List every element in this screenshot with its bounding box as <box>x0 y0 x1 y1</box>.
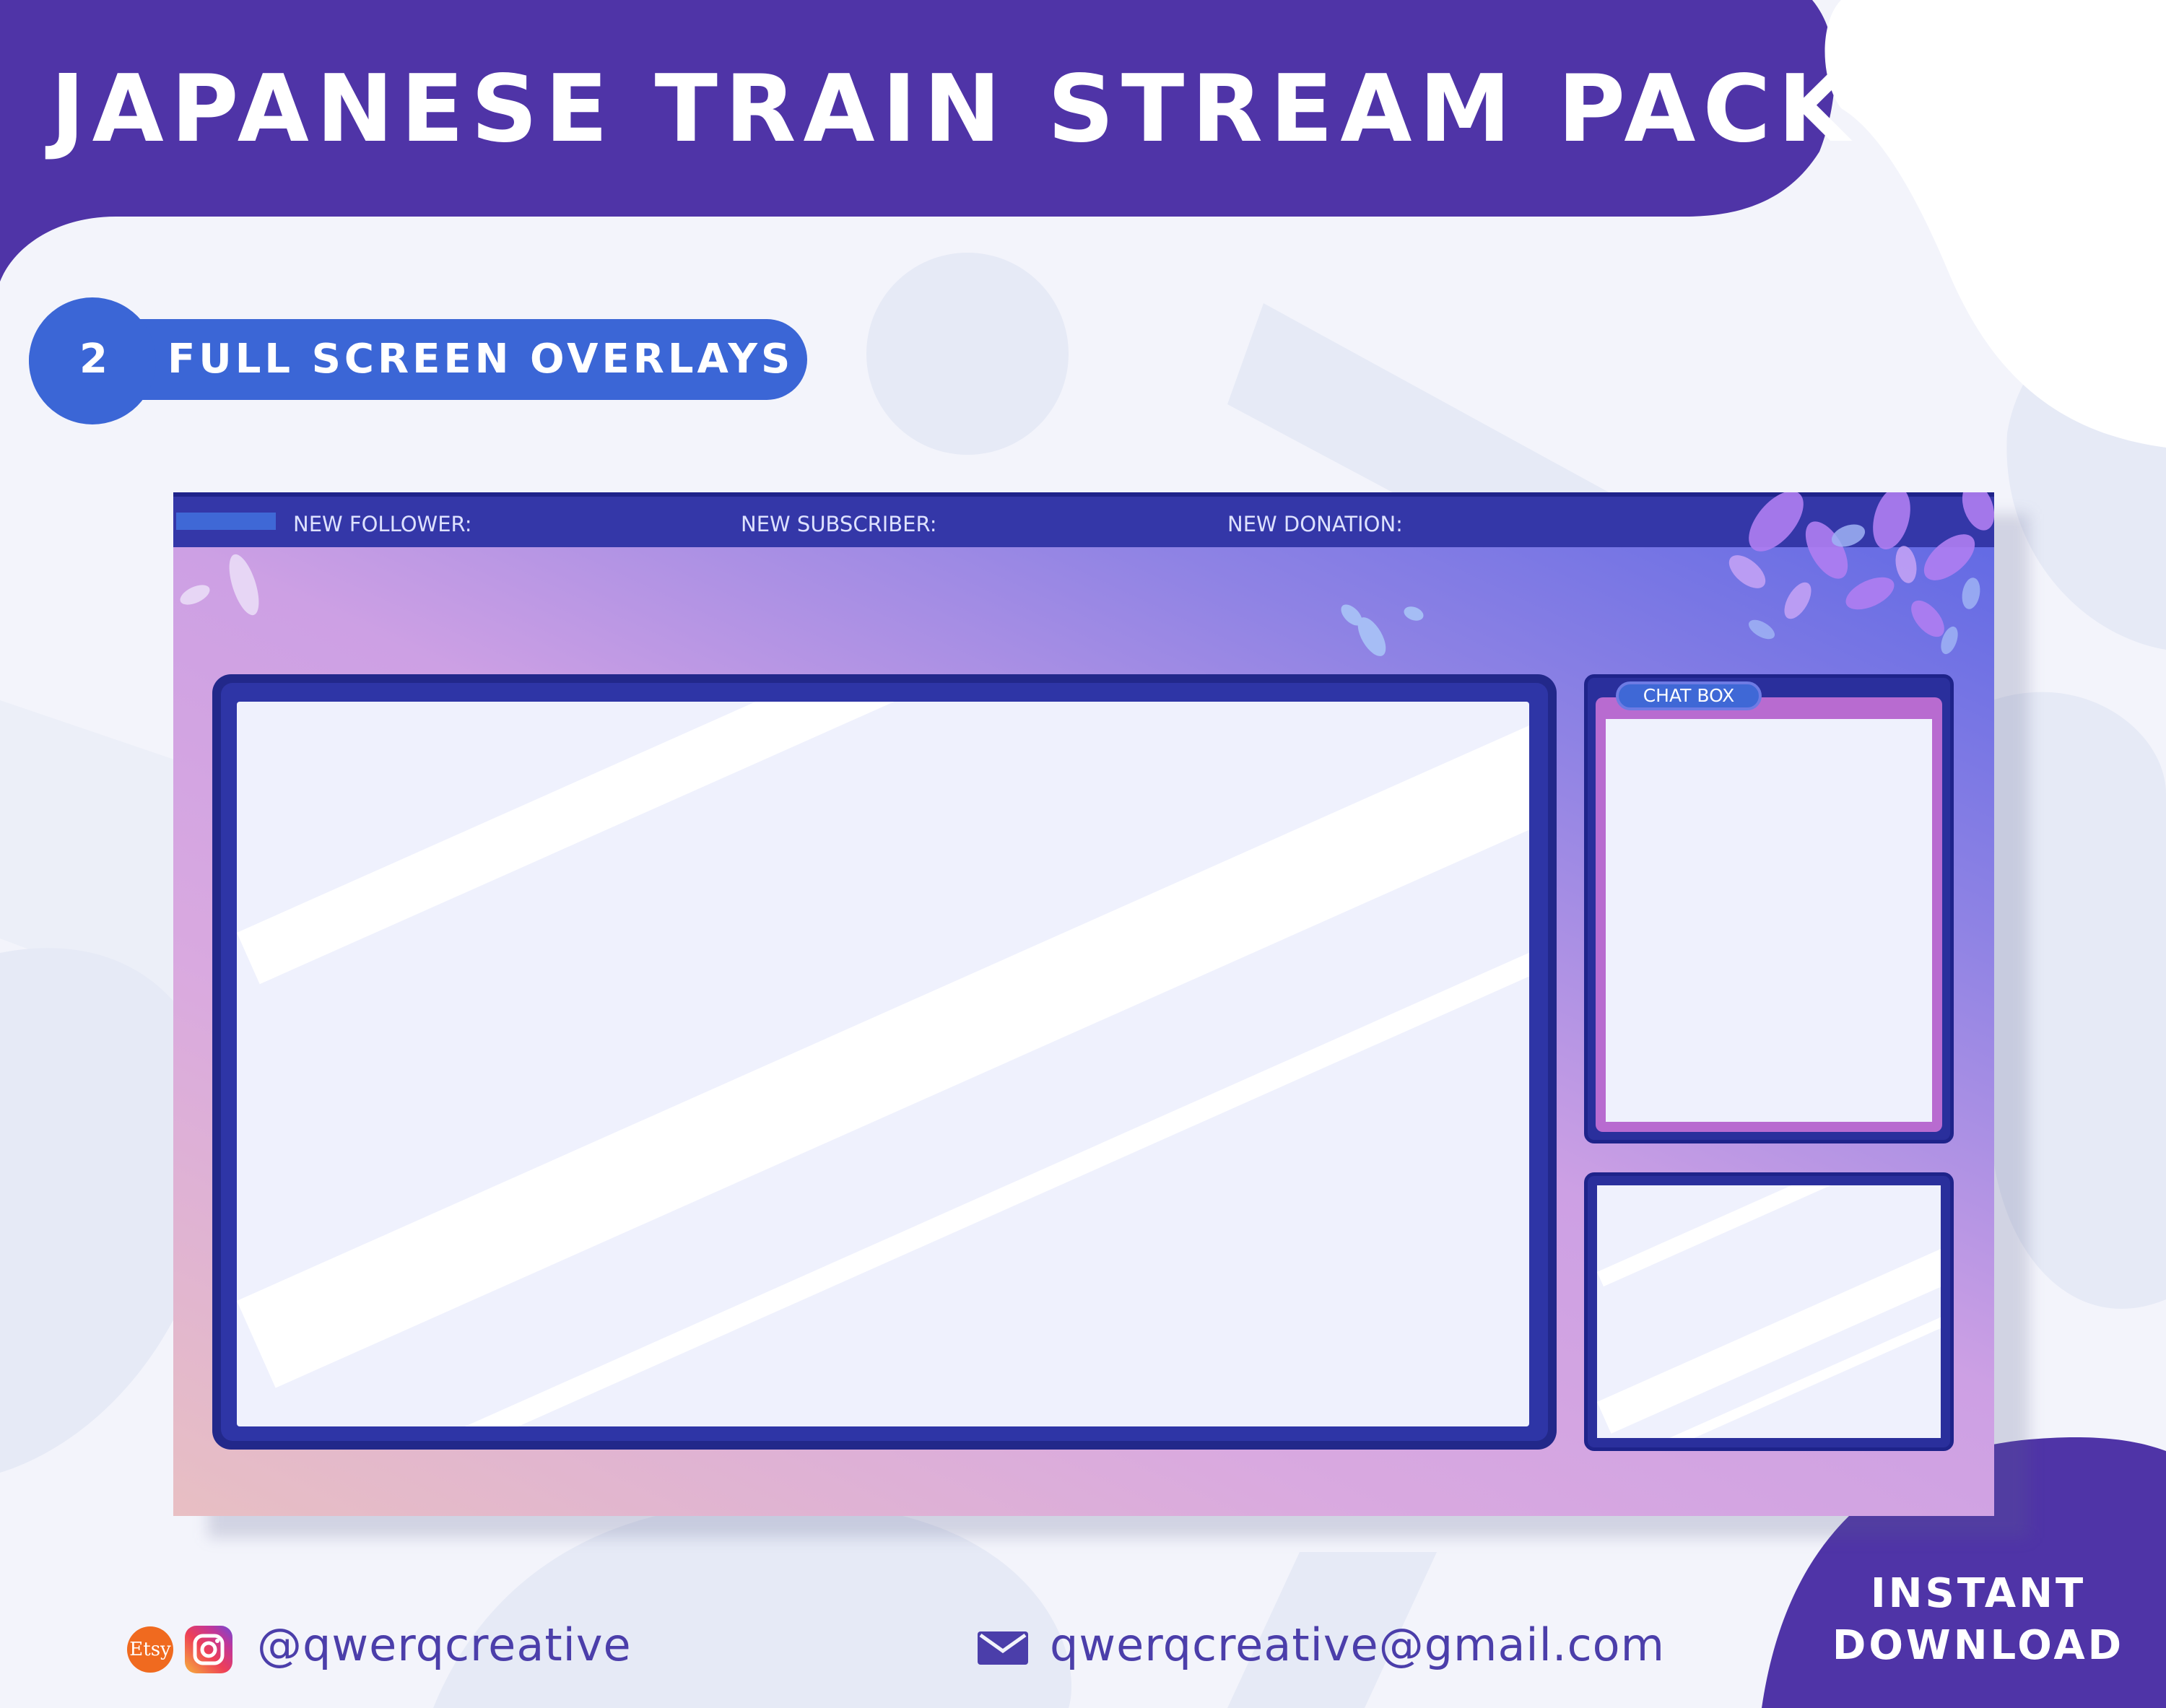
mail-icon <box>978 1631 1028 1665</box>
social-handle[interactable]: @qwerqcreative <box>257 1618 632 1671</box>
chat-box-area <box>1606 719 1932 1122</box>
overlay-count-number: 2 <box>79 336 108 383</box>
new-donation-label: NEW DONATION: <box>1227 512 1403 536</box>
main-screen-area <box>237 702 1529 1426</box>
new-subscriber-label: NEW SUBSCRIBER: <box>741 512 937 536</box>
instant-download-line2: DOWNLOAD <box>1832 1622 2125 1669</box>
instant-download-line1: INSTANT <box>1870 1570 2087 1617</box>
overlay-preview: NEW FOLLOWER: NEW SUBSCRIBER: NEW DONATI… <box>173 492 1994 1516</box>
alert-bar-accent <box>176 513 276 530</box>
page-title: JAPANESE TRAIN STREAM PACK <box>51 56 1857 163</box>
new-follower-label: NEW FOLLOWER: <box>293 512 472 536</box>
leaf-icon <box>180 492 1994 656</box>
instagram-icon[interactable] <box>185 1626 232 1673</box>
overlay-count-label: FULL SCREEN OVERLAYS <box>168 336 794 383</box>
contact-email[interactable]: qwerqcreative@gmail.com <box>1050 1618 1666 1671</box>
instant-download-label: INSTANT DOWNLOAD <box>1819 1568 2137 1672</box>
overlay-count-pill <box>29 319 807 400</box>
alert-bar <box>173 492 1994 547</box>
etsy-icon[interactable]: Etsy <box>127 1626 173 1673</box>
overlay-count-circle <box>29 297 156 424</box>
camera-area <box>1597 1185 1941 1438</box>
chat-box-tab: CHAT BOX <box>1616 681 1762 710</box>
